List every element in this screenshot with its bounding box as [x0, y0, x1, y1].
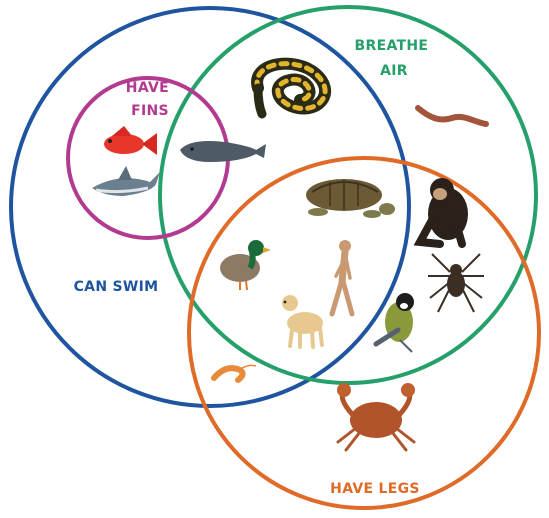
duck-icon	[220, 240, 271, 290]
snake-icon	[257, 64, 325, 114]
bird-icon	[376, 293, 414, 352]
fish-icon	[104, 126, 157, 155]
whale-icon	[180, 141, 266, 162]
have-legs-label: HAVE LEGS	[330, 481, 420, 497]
human-icon	[332, 240, 352, 314]
breathe-air-label: BREATHE AIR	[355, 38, 434, 79]
turtle-icon	[306, 179, 395, 218]
crab-icon	[337, 383, 415, 450]
spider-icon	[428, 254, 484, 312]
dog-icon	[282, 295, 323, 347]
worm-icon	[418, 108, 486, 124]
have-fins-label: HAVE FINS	[126, 80, 174, 119]
shark-icon	[92, 166, 160, 196]
can-swim-label: CAN SWIM	[74, 279, 159, 295]
shrimp-icon	[214, 365, 256, 380]
